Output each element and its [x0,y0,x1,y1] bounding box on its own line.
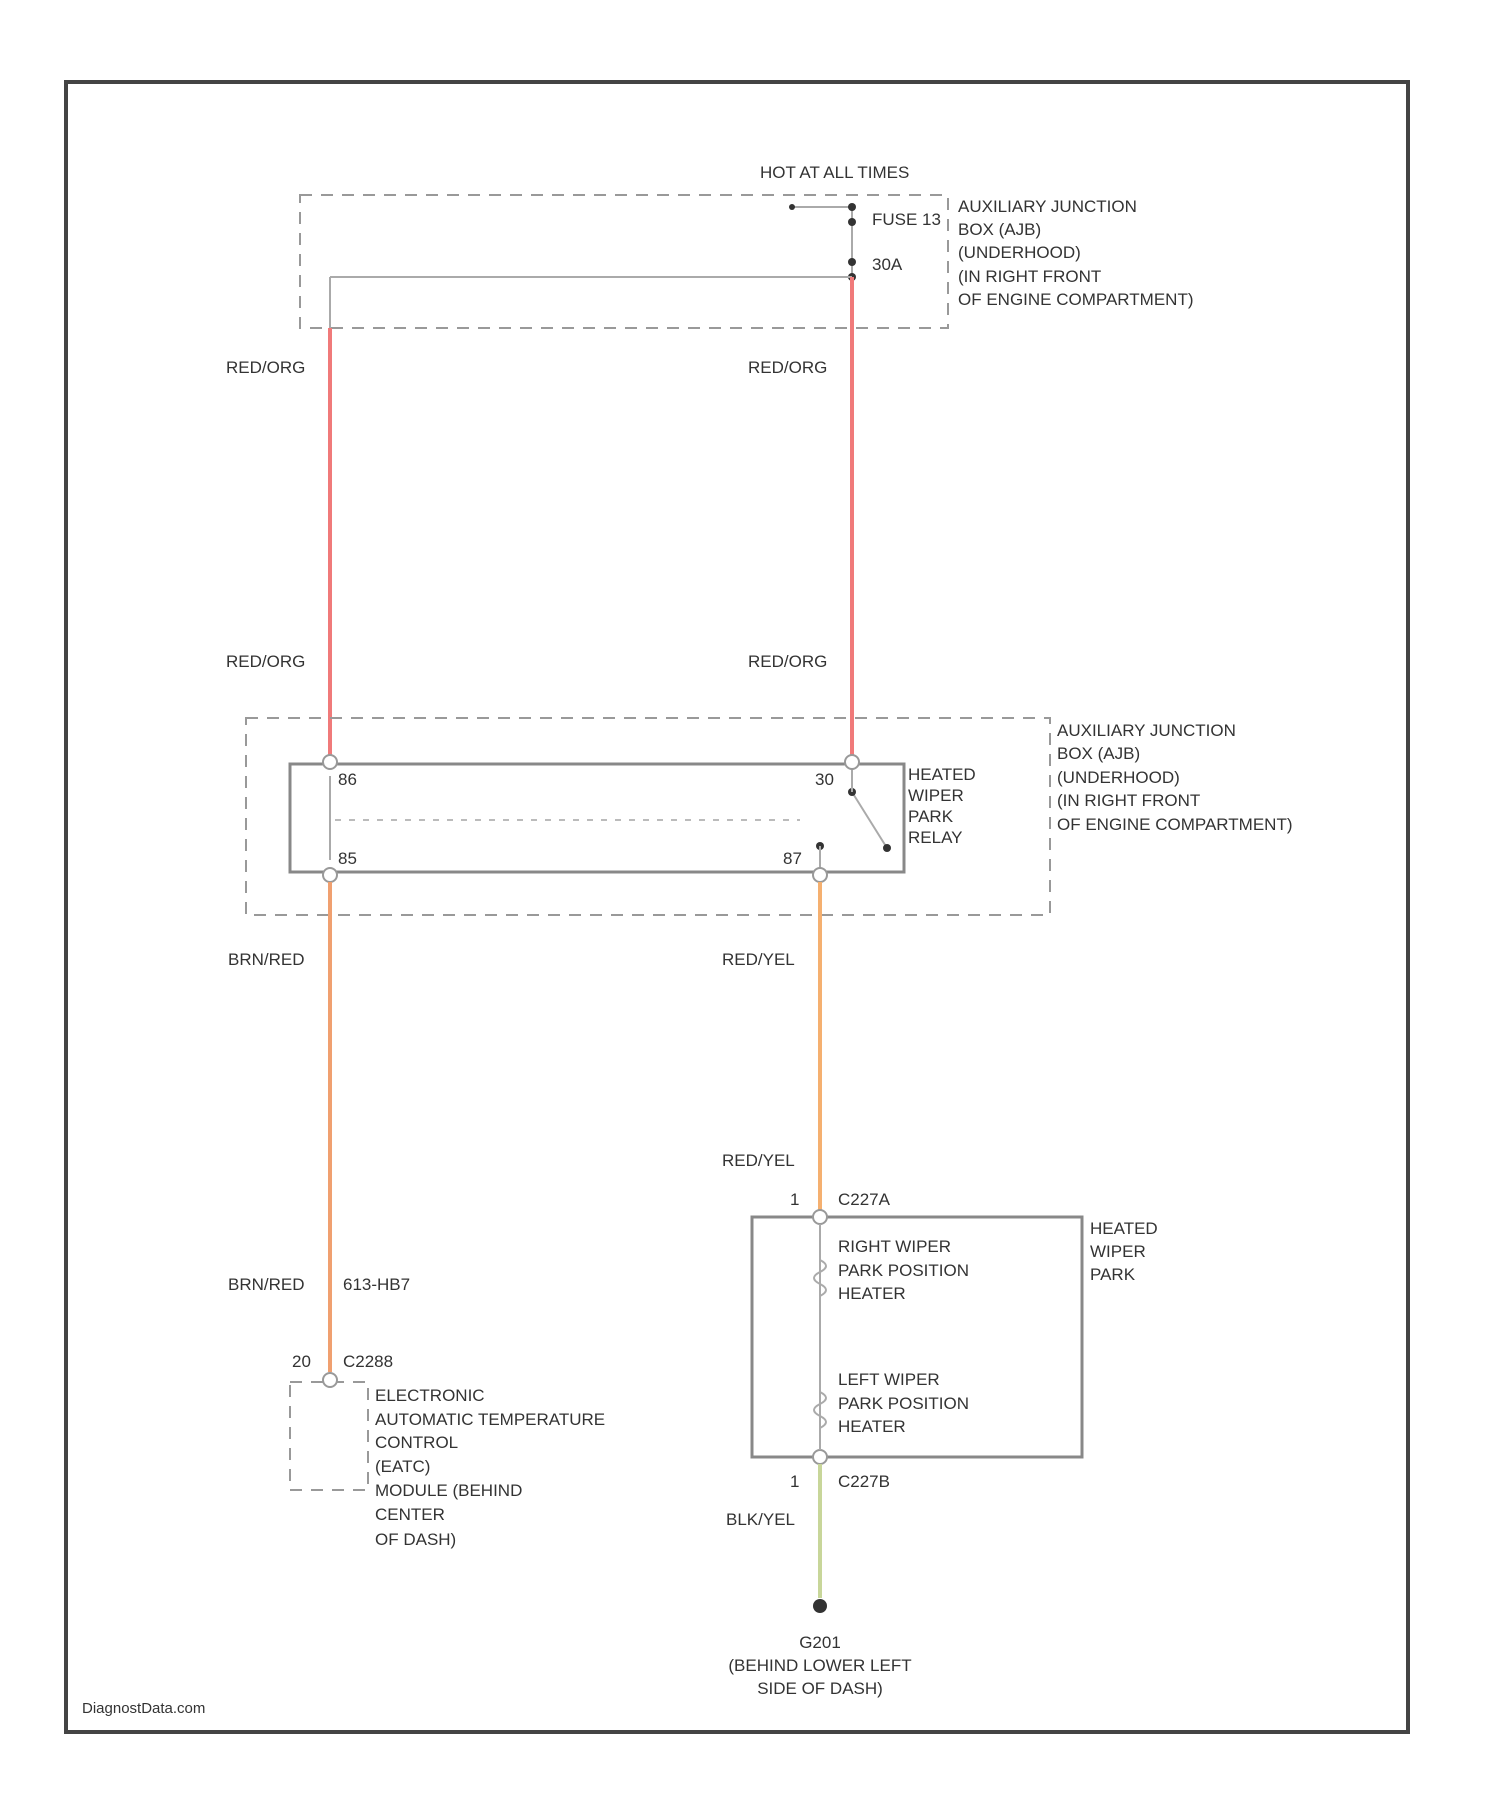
svg-text:OF ENGINE COMPARTMENT): OF ENGINE COMPARTMENT) [1057,815,1293,834]
svg-text:RELAY: RELAY [908,828,963,847]
heated-park-connector-bottom: C227B [838,1472,890,1491]
svg-text:AUTOMATIC TEMPERATURE: AUTOMATIC TEMPERATURE [375,1410,605,1429]
relay-pin-85-terminal [323,868,337,882]
svg-text:HEATER: HEATER [838,1417,906,1436]
eatc-outline [290,1382,368,1490]
svg-text:PARK: PARK [908,807,954,826]
svg-text:MODULE (BEHIND: MODULE (BEHIND [375,1481,522,1500]
left-heater-label: LEFT WIPER PARK POSITION HEATER [838,1370,969,1436]
heated-park-bottom-terminal [813,1450,827,1464]
heated-park-pin-bottom: 1 [790,1472,799,1491]
ajb-mid-label: AUXILIARY JUNCTION BOX (AJB) (UNDERHOOD)… [1057,721,1293,834]
svg-text:BOX (AJB): BOX (AJB) [1057,744,1140,763]
svg-text:(BEHIND LOWER LEFT: (BEHIND LOWER LEFT [728,1656,911,1675]
relay-switch-arm [852,792,887,848]
wire-label-left-bottom-circuit: 613-HB7 [343,1275,410,1294]
fuse-label: FUSE 13 [872,210,941,229]
relay-pin-30: 30 [815,770,834,789]
wire-label-right-top-1: RED/ORG [748,358,827,377]
power-label: HOT AT ALL TIMES [760,163,909,182]
svg-text:(EATC): (EATC) [375,1457,430,1476]
ajb-top-label: AUXILIARY JUNCTION BOX (AJB) (UNDERHOOD)… [958,197,1194,309]
eatc-label: ELECTRONIC AUTOMATIC TEMPERATURE CONTROL… [375,1386,605,1549]
svg-text:RIGHT WIPER: RIGHT WIPER [838,1237,951,1256]
eatc-pin: 20 [292,1352,311,1371]
right-heater-label: RIGHT WIPER PARK POSITION HEATER [838,1237,969,1303]
svg-text:AUXILIARY JUNCTION: AUXILIARY JUNCTION [958,197,1137,216]
svg-text:(IN RIGHT FRONT: (IN RIGHT FRONT [1057,791,1200,810]
relay-label: HEATED WIPER PARK RELAY [908,765,976,847]
svg-text:(UNDERHOOD): (UNDERHOOD) [1057,768,1180,787]
wire-label-ground: BLK/YEL [726,1510,795,1529]
wire-label-left-top-1: RED/ORG [226,358,305,377]
svg-text:CENTER: CENTER [375,1505,445,1524]
svg-text:PARK POSITION: PARK POSITION [838,1394,969,1413]
heated-park-pin-top: 1 [790,1190,799,1209]
fuse-node-2 [848,218,856,226]
relay-box [290,764,904,872]
wire-label-left-bottom-2: BRN/RED [228,1275,305,1294]
power-feed-node [789,204,795,210]
relay-switch-tip [883,844,891,852]
svg-text:(UNDERHOOD): (UNDERHOOD) [958,243,1081,262]
svg-text:G201: G201 [799,1633,841,1652]
svg-text:PARK: PARK [1090,1265,1136,1284]
fuse-node-1 [848,203,856,211]
heated-park-connector-top: C227A [838,1190,891,1209]
eatc-pin-terminal [323,1373,337,1387]
relay-pin-86-terminal [323,755,337,769]
wire-label-right-top-2: RED/ORG [748,652,827,671]
relay-pin-87: 87 [783,849,802,868]
ground-label: G201 (BEHIND LOWER LEFT SIDE OF DASH) [728,1633,911,1698]
relay-pin-30-terminal [845,755,859,769]
svg-text:HEATER: HEATER [838,1284,906,1303]
eatc-connector: C2288 [343,1352,393,1371]
svg-text:OF DASH): OF DASH) [375,1530,456,1549]
wire-label-right-bottom-1: RED/YEL [722,950,795,969]
watermark: DiagnostData.com [82,1700,205,1717]
heated-park-top-terminal [813,1210,827,1224]
heated-park-label: HEATED WIPER PARK [1090,1219,1158,1284]
svg-text:BOX (AJB): BOX (AJB) [958,220,1041,239]
svg-text:ELECTRONIC: ELECTRONIC [375,1386,485,1405]
fuse-rating: 30A [872,255,903,274]
wire-label-right-bottom-2: RED/YEL [722,1151,795,1170]
ground-point [813,1599,827,1613]
wire-label-left-top-2: RED/ORG [226,652,305,671]
svg-text:CONTROL: CONTROL [375,1433,458,1452]
wire-label-left-bottom-1: BRN/RED [228,950,305,969]
svg-text:WIPER: WIPER [908,786,964,805]
relay-pin-85: 85 [338,849,357,868]
svg-text:(IN RIGHT FRONT: (IN RIGHT FRONT [958,267,1101,286]
svg-text:AUXILIARY JUNCTION: AUXILIARY JUNCTION [1057,721,1236,740]
diagram-frame [66,82,1408,1732]
svg-text:HEATED: HEATED [1090,1219,1158,1238]
svg-text:LEFT WIPER: LEFT WIPER [838,1370,940,1389]
fuse-node-3 [848,258,856,266]
svg-text:HEATED: HEATED [908,765,976,784]
svg-text:PARK POSITION: PARK POSITION [838,1261,969,1280]
relay-pin-87-terminal [813,868,827,882]
svg-text:OF ENGINE COMPARTMENT): OF ENGINE COMPARTMENT) [958,290,1194,309]
svg-text:WIPER: WIPER [1090,1242,1146,1261]
relay-pin-86: 86 [338,770,357,789]
svg-text:SIDE OF DASH): SIDE OF DASH) [757,1679,883,1698]
